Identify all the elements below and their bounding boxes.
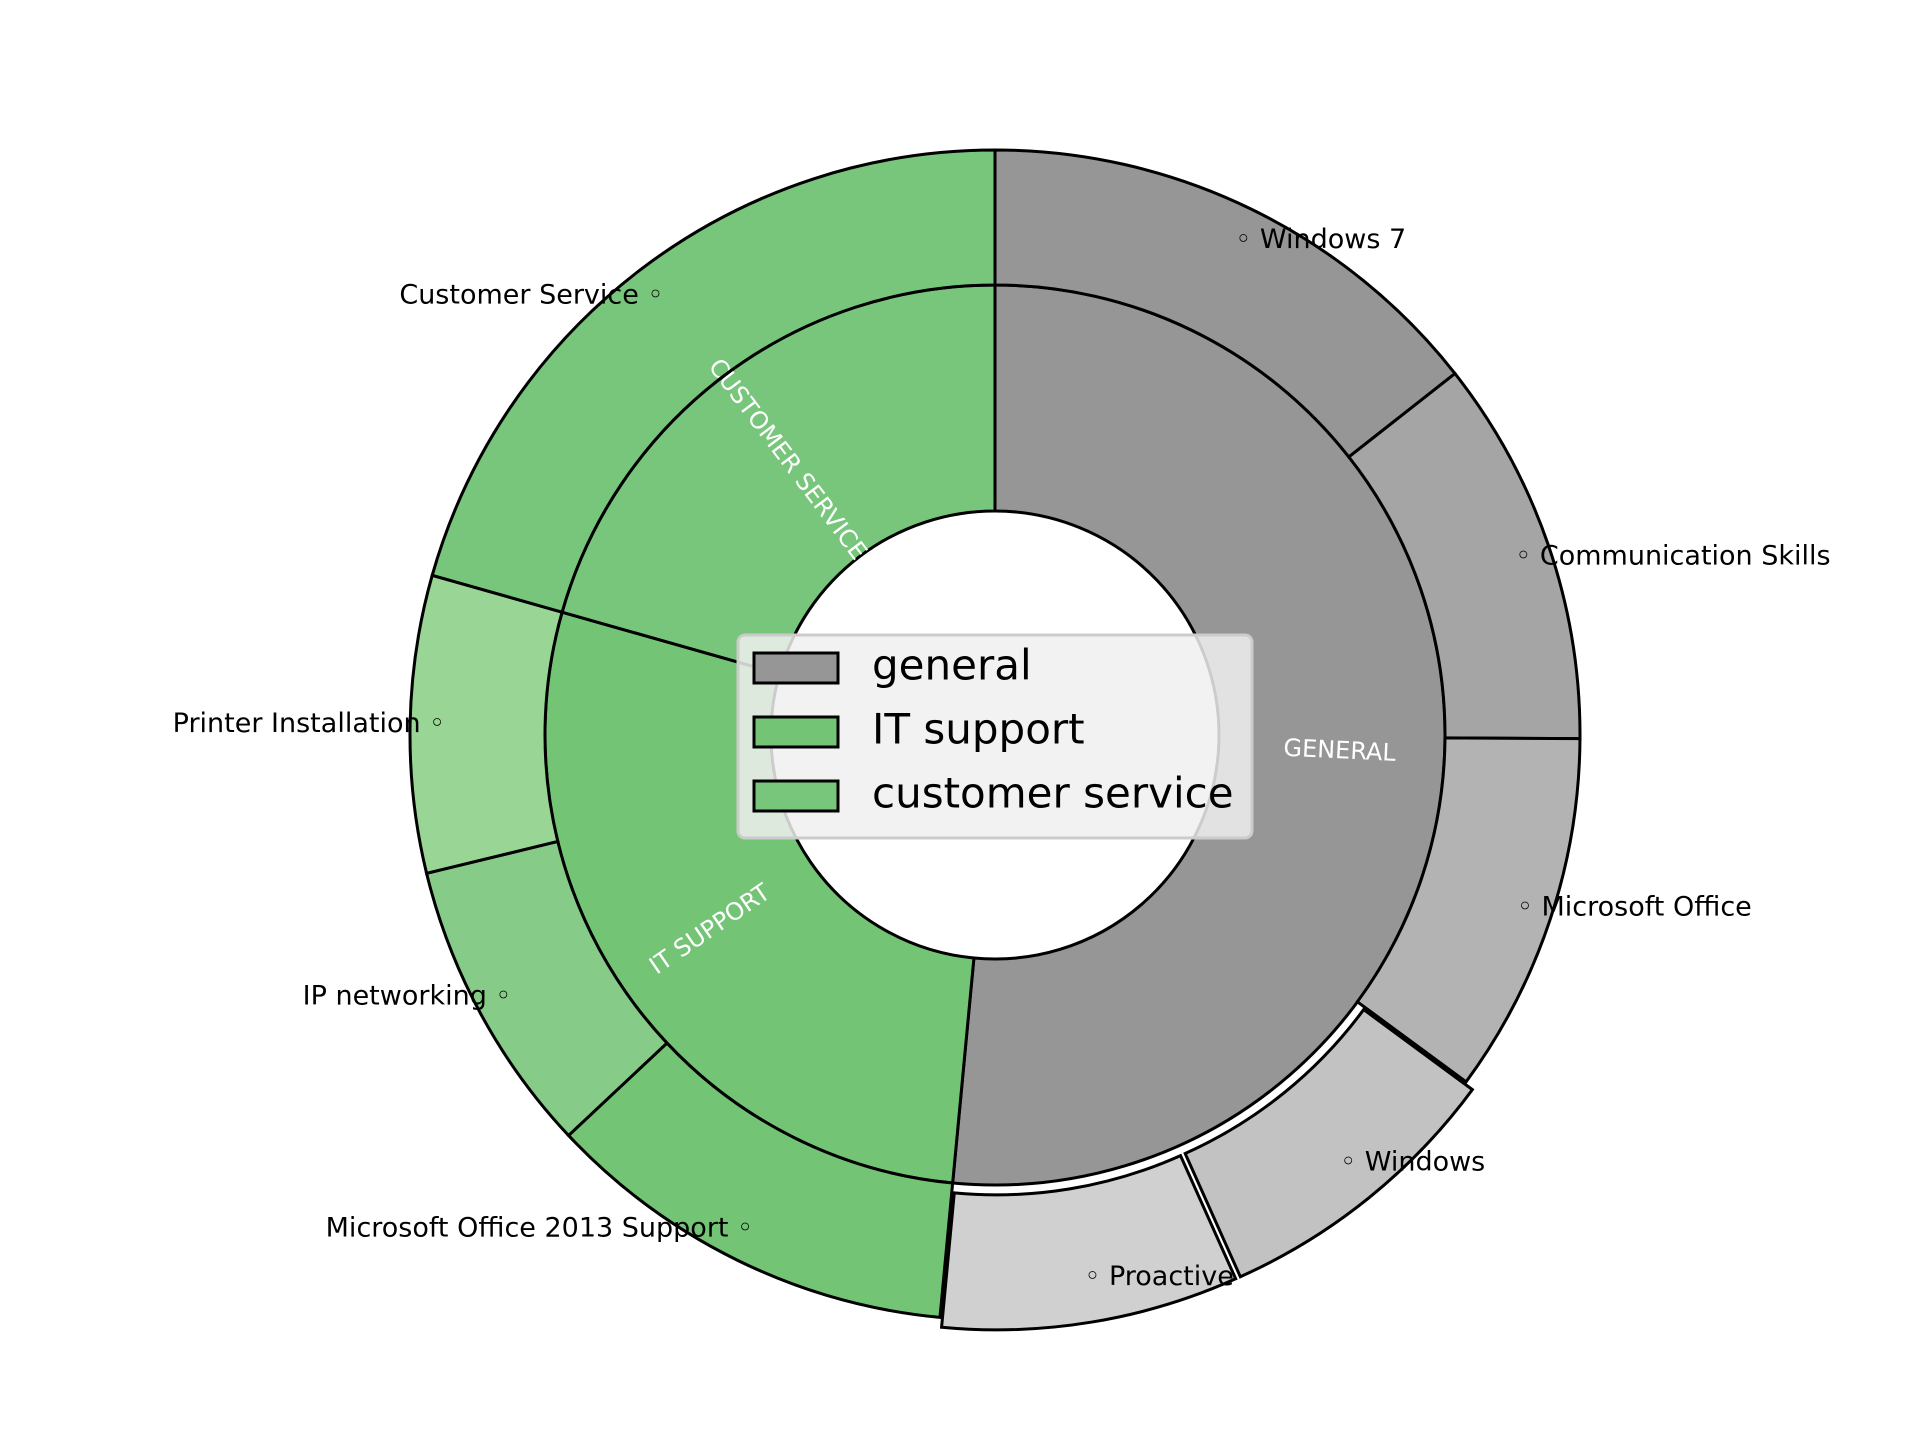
item-labels: ◦ Windows 7 ◦ Communication Skills ◦ Micro… [173, 224, 1831, 1292]
item-label-windows: ◦ Windows [1340, 1147, 1485, 1178]
outer-wedge-proactive [939, 1153, 1238, 1332]
item-label-communication-skills: ◦ Communication Skills [1515, 540, 1830, 571]
legend: general IT support customer service [736, 633, 1254, 840]
legend-swatch-customer-service [752, 779, 840, 813]
legend-label-it-support: IT support [872, 705, 1085, 754]
legend-frame [736, 633, 1254, 840]
ring-segments [408, 148, 1582, 1332]
legend-label-general: general [872, 641, 1032, 690]
outer-wedge-customer-service [430, 148, 997, 615]
legend-swatch-it-support [752, 715, 840, 749]
outer-wedge-microsoft-office [1355, 736, 1582, 1084]
item-label-printer-installation: Printer Installation ◦ [173, 708, 445, 739]
item-label-microsoft-office-2013-support: Microsoft Office 2013 Support ◦ [326, 1212, 753, 1243]
legend-swatch-general [752, 651, 840, 685]
category-label-general: GENERAL [1283, 734, 1397, 767]
item-label-ip-networking: IP networking ◦ [303, 980, 512, 1011]
item-label-proactive: ◦ Proactive [1084, 1261, 1233, 1292]
item-label-microsoft-office: ◦ Microsoft Office [1517, 892, 1752, 923]
item-label-customer-service: Customer Service ◦ [399, 280, 663, 311]
item-label-windows-7: ◦ Windows 7 [1235, 224, 1406, 255]
legend-label-customer-service: customer service [872, 769, 1234, 818]
outer-wedge-windows [1183, 1007, 1475, 1279]
